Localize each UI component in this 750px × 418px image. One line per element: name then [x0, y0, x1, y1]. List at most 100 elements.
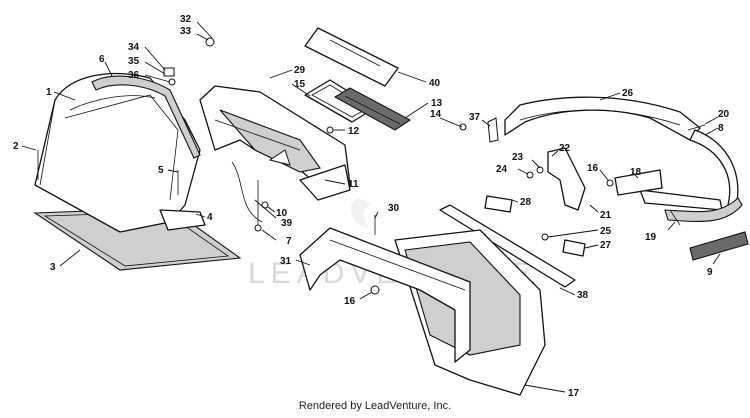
part-bead-strip: [91, 75, 201, 159]
callout-7: 7: [261, 229, 292, 247]
callout-13: 13: [404, 98, 443, 119]
callout-1: 1: [46, 87, 76, 101]
svg-text:18: 18: [630, 167, 642, 178]
svg-text:25: 25: [600, 226, 612, 237]
callout-8: 8: [704, 123, 724, 136]
svg-text:34: 34: [128, 42, 140, 53]
svg-text:27: 27: [600, 240, 612, 251]
svg-text:9: 9: [707, 267, 713, 278]
watermark-logo: [350, 198, 372, 228]
callout-36: 36: [128, 70, 171, 83]
callout-11: 11: [324, 179, 359, 190]
callout-35: 35: [128, 56, 166, 75]
part-long-strip: [439, 204, 576, 288]
callout-27: 27: [584, 240, 612, 251]
part-hood-shell: [34, 72, 206, 233]
svg-text:14: 14: [430, 109, 442, 120]
svg-text:4: 4: [207, 212, 213, 223]
callout-6: 6: [99, 54, 113, 77]
svg-text:13: 13: [431, 98, 443, 109]
callout-19: 19: [645, 221, 676, 243]
part-dash-panel: [199, 85, 351, 201]
svg-text:6: 6: [99, 54, 105, 65]
callout-16-a: 16: [344, 291, 373, 307]
svg-text:2: 2: [13, 141, 19, 152]
callout-30: 30: [374, 203, 400, 219]
svg-text:32: 32: [180, 14, 192, 25]
svg-text:11: 11: [348, 179, 359, 190]
svg-text:39: 39: [281, 218, 293, 229]
svg-text:7: 7: [286, 236, 292, 247]
credit-footer: Rendered by LeadVenture, Inc.: [298, 400, 452, 412]
svg-text:24: 24: [496, 164, 508, 175]
svg-text:12: 12: [348, 126, 360, 137]
svg-text:22: 22: [559, 143, 571, 154]
svg-text:23: 23: [512, 152, 524, 163]
callout-17: 17: [524, 384, 580, 399]
part-lens: [333, 87, 412, 131]
svg-text:10: 10: [276, 208, 288, 219]
svg-text:33: 33: [180, 26, 192, 37]
svg-text:31: 31: [280, 256, 292, 267]
callout-20: 20: [704, 109, 730, 125]
callout-39: 39: [254, 199, 293, 229]
svg-text:30: 30: [388, 203, 400, 214]
callout-26: 26: [599, 88, 634, 101]
svg-text:26: 26: [622, 88, 634, 99]
callout-18: 18: [630, 167, 642, 179]
part-skirt-frame: [299, 227, 471, 363]
part-mount-bracket: [547, 147, 586, 211]
svg-text:1: 1: [46, 87, 52, 98]
callout-3: 3: [50, 249, 81, 273]
callout-14: 14: [430, 109, 463, 128]
callout-40: 40: [397, 71, 441, 89]
svg-text:29: 29: [294, 65, 306, 76]
callout-31: 31: [280, 256, 311, 267]
callout-23: 23: [512, 152, 541, 169]
svg-text:37: 37: [469, 112, 481, 123]
callout-15: 15: [291, 79, 311, 97]
part-bracket-18: [614, 169, 663, 196]
callout-22: 22: [551, 143, 571, 157]
part-side-rail: [639, 129, 743, 222]
svg-text:38: 38: [577, 290, 589, 301]
svg-text:19: 19: [645, 232, 657, 243]
svg-text:15: 15: [294, 79, 306, 90]
svg-text:28: 28: [520, 197, 532, 208]
callout-33: 33: [180, 26, 209, 41]
callout-2: 2: [13, 141, 37, 152]
callout-group: 32 33 34 35 36 6 1 2: [13, 14, 730, 399]
part-badge: [689, 231, 749, 261]
callout-9: 9: [707, 253, 721, 278]
callout-28: 28: [511, 197, 532, 208]
part-plate-28: [484, 195, 513, 213]
callout-29: 29: [269, 65, 306, 79]
svg-text:35: 35: [128, 56, 140, 67]
svg-text:36: 36: [128, 70, 140, 81]
svg-text:21: 21: [600, 210, 612, 221]
svg-text:40: 40: [429, 78, 441, 89]
callout-25: 25: [547, 226, 612, 238]
svg-text:20: 20: [718, 109, 730, 120]
part-windshield: [304, 27, 399, 87]
svg-text:5: 5: [158, 165, 164, 176]
svg-text:17: 17: [568, 388, 580, 399]
part-upper-rail: [504, 96, 701, 141]
callout-12: 12: [333, 126, 360, 137]
callout-5: 5: [158, 165, 179, 176]
svg-text:8: 8: [718, 123, 724, 134]
svg-text:16: 16: [344, 296, 356, 307]
callout-24: 24: [496, 164, 529, 175]
svg-text:3: 3: [50, 262, 56, 273]
callout-21: 21: [589, 204, 612, 221]
callout-16-b: 16: [587, 163, 609, 181]
callout-4: 4: [195, 212, 213, 223]
svg-text:16: 16: [587, 163, 599, 174]
callout-37: 37: [469, 112, 491, 127]
callout-10: 10: [267, 206, 288, 219]
callout-32: 32: [180, 14, 213, 39]
callout-34: 34: [128, 42, 166, 71]
part-plate-27: [562, 239, 586, 257]
callout-38: 38: [559, 287, 589, 301]
